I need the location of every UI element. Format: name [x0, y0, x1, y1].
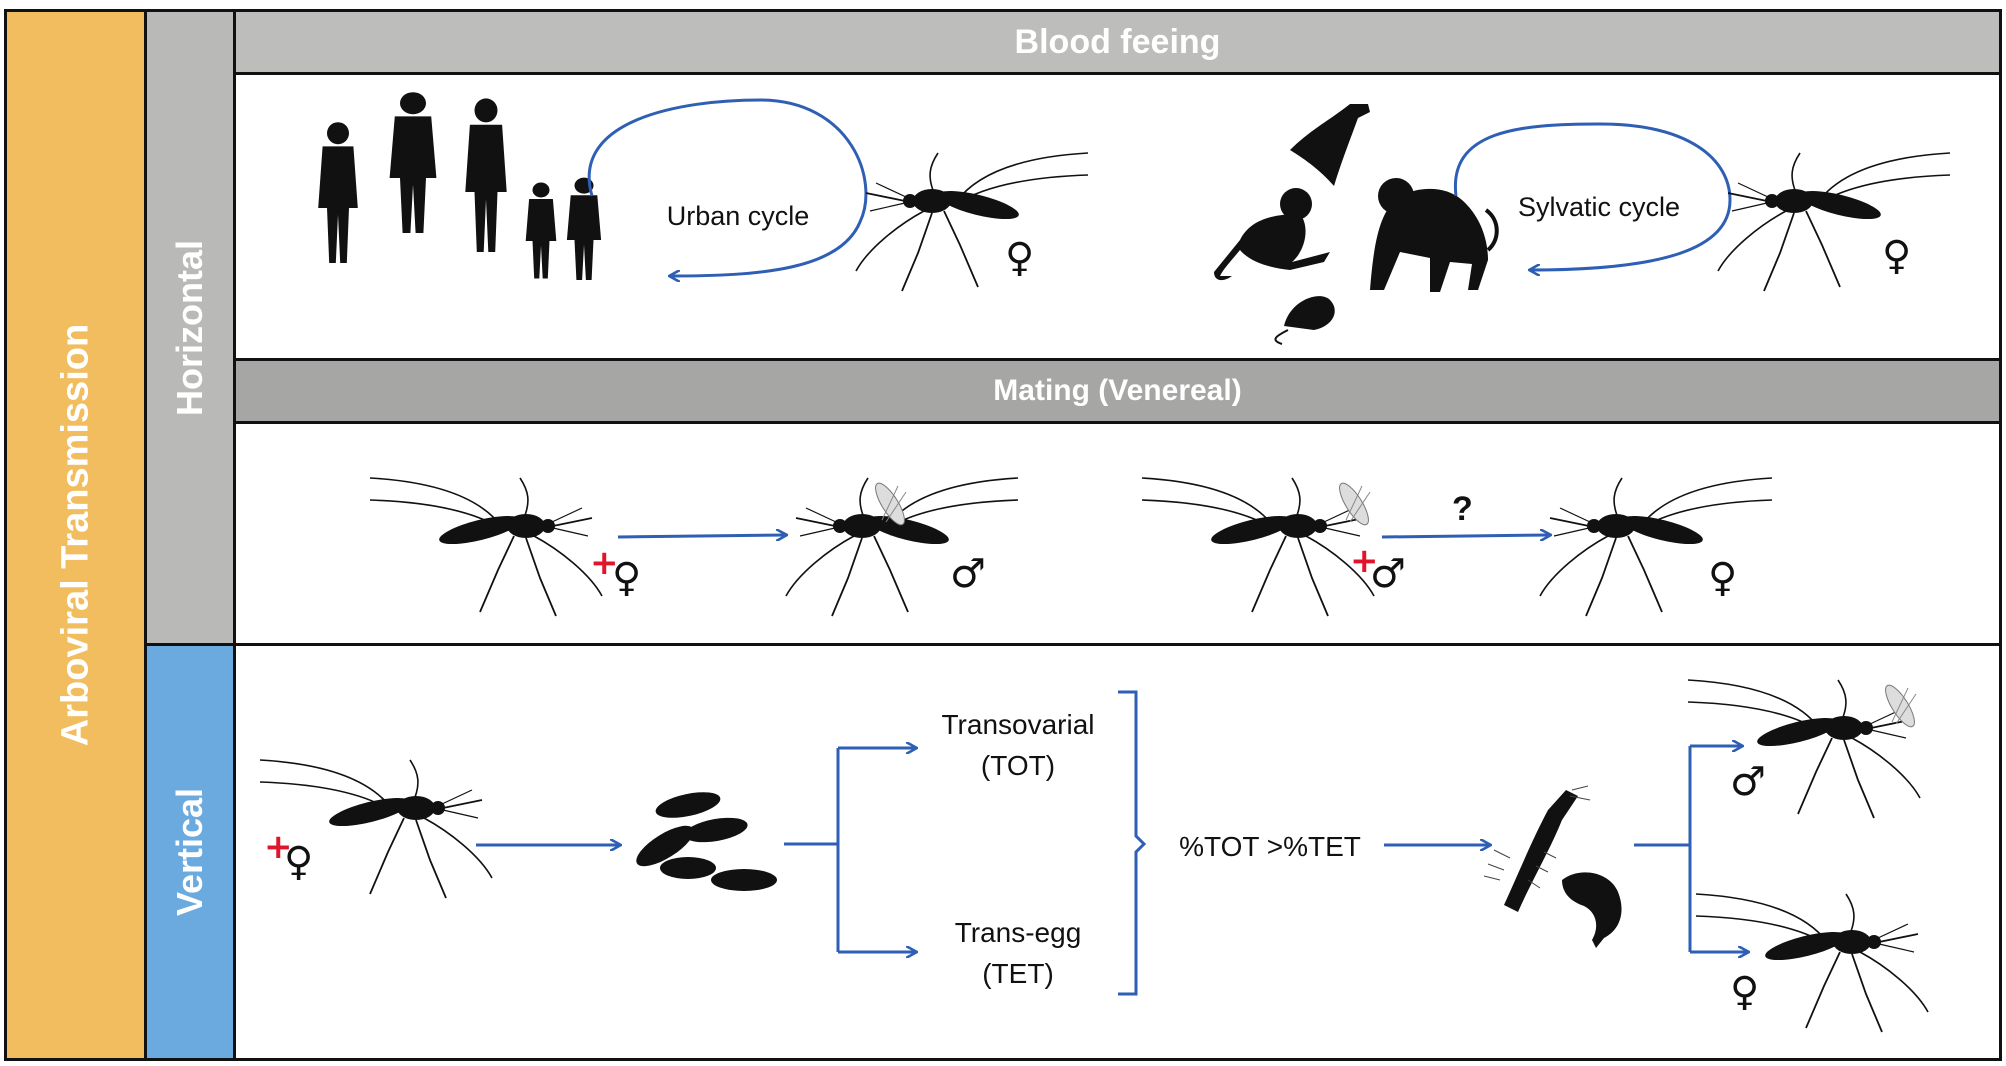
route-trans-egg-name: Trans-egg	[954, 917, 1082, 948]
horizontal-band: Horizontal	[144, 9, 236, 646]
mating-male-source-mosquito	[1141, 477, 1375, 617]
infected-marker-vertical: +	[264, 827, 293, 867]
offspring-male-mosquito	[1687, 679, 1921, 819]
route-trans-egg: Trans-egg (TET)	[918, 912, 1118, 994]
urban-cycle-arrow	[587, 98, 868, 276]
mating-question-mark: ?	[1452, 490, 1473, 528]
mating-male-source-symbol: ♂	[1370, 551, 1406, 597]
arboviral-transmission-band: Arboviral Transmission	[4, 9, 147, 1061]
offspring-male-symbol: ♂	[1730, 759, 1766, 805]
sylvatic-hosts-icon	[1214, 104, 1499, 345]
sylvatic-cycle-arrow	[1453, 122, 1732, 270]
larva-and-pupa-icon	[1483, 785, 1622, 948]
infected-marker-male: +	[1350, 541, 1379, 581]
sylvatic-cycle-label: Sylvatic cycle	[1517, 192, 1681, 222]
route-transovarial: Transovarial (TOT)	[918, 704, 1118, 786]
sylvatic-female-symbol: ♀	[1882, 233, 1912, 279]
sylvatic-mosquito-icon	[1717, 152, 1951, 292]
infected-marker-female: +	[590, 543, 619, 583]
mating-male-target-symbol: ♂	[950, 551, 986, 597]
mating-female-source-symbol: ♀	[612, 555, 642, 601]
vertical-source-symbol: ♀	[284, 839, 314, 885]
route-transovarial-abbr: (TOT)	[980, 750, 1056, 781]
mating-female-source-mosquito	[369, 477, 603, 617]
mating-arrow-female-to-male	[617, 535, 786, 537]
egg-cluster-icon	[636, 792, 777, 891]
mating-arrow-male-to-female	[1381, 535, 1550, 537]
urban-mosquito-icon	[855, 152, 1089, 292]
blood-feeding-panel	[233, 72, 2002, 361]
mating-title: Mating (Venereal)	[993, 374, 1242, 407]
blood-feeding-title: Blood feeing	[1014, 22, 1221, 61]
human-family-silhouettes	[318, 92, 602, 280]
route-trans-egg-abbr: (TET)	[982, 958, 1054, 989]
mating-header: Mating (Venereal)	[233, 358, 2002, 424]
offspring-female-symbol: ♀	[1730, 969, 1760, 1015]
offspring-branch-arrows	[1634, 746, 1748, 952]
route-transovarial-name: Transovarial	[941, 709, 1095, 740]
branch-arrows	[784, 748, 916, 952]
urban-female-symbol: ♀	[1005, 235, 1035, 281]
urban-cycle-label: Urban cycle	[666, 201, 810, 231]
tot-tet-comparison: %TOT >%TET	[1179, 831, 1361, 862]
vertical-panel	[233, 643, 2002, 1061]
route-bracket	[1118, 690, 1147, 996]
mating-female-target-symbol: ♀	[1708, 555, 1738, 601]
